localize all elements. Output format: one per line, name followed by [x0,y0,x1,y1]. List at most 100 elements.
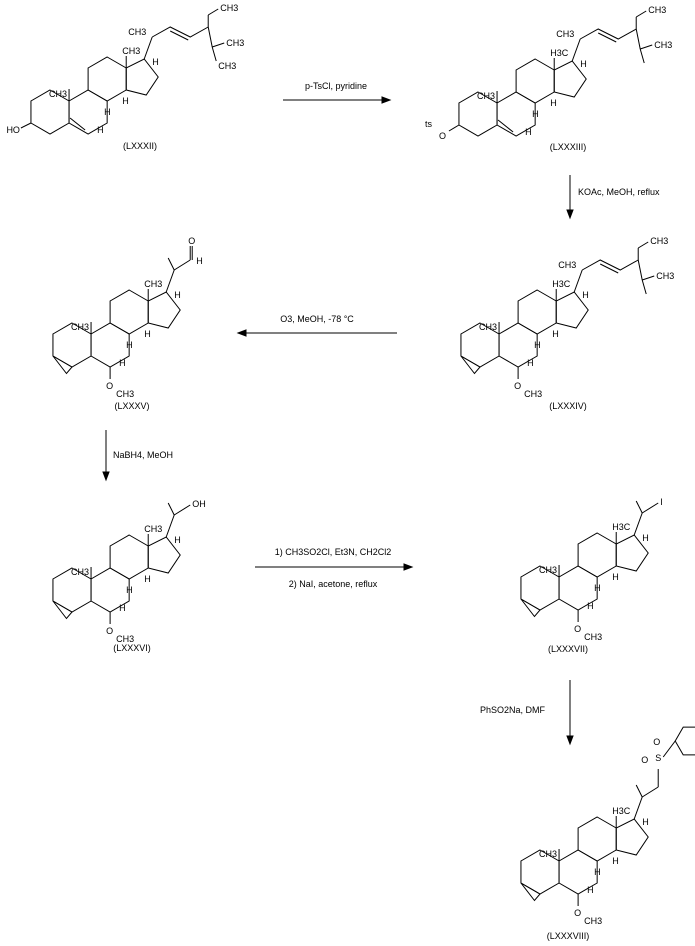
double-bond [597,32,617,43]
bond [211,46,217,62]
arrow-head [566,209,574,220]
methoxy-methyl-label: CH3 [584,632,602,642]
double-bond [69,117,86,131]
reaction-arrow-3: O3, MeOH, -78 °C [236,314,397,337]
methyl-label: CH3 [128,27,146,37]
bond [635,784,643,798]
reagent-label: O3, MeOH, -78 °C [280,314,354,324]
bond [637,241,649,249]
hydrogen-label: H [525,127,532,137]
methoxy-oxygen-label: O [106,626,113,636]
compound-label: (LXXXII) [123,141,157,151]
hydrogen-label: H [144,574,151,584]
phenyl-ring [674,726,695,756]
reaction-arrow-4: NaBH4, MeOH [102,430,173,482]
ethyl-methyl-label: CH3 [220,3,238,13]
methoxy-methyl-label: CH3 [116,634,134,644]
bond [641,279,647,295]
methoxy-methyl-label: CH3 [524,389,542,399]
ring-c [515,58,555,104]
reagent-label: 2) NaI, acetone, reflux [289,579,378,589]
side-chain [151,26,209,38]
methyl-label: CH3 [71,567,89,577]
hydrogen-label: H [580,59,587,69]
double-bond [169,30,189,41]
side-chain-bond [633,512,643,536]
hydrogen-label: H [152,57,159,67]
ring-c [87,56,127,102]
methyl-label: H3C [612,522,631,532]
methoxy-oxygen-label: O [574,908,581,918]
cyclopropane-ring [460,355,481,375]
reaction-arrow-1: p-TsCl, pyridine [283,81,392,104]
methyl-label: CH3 [477,91,495,101]
hydroxyl-label: HO [6,125,20,135]
reaction-arrow-2: KOAc, MeOH, reflux [566,175,660,220]
methyl-label: CH3 [539,849,557,859]
bond [641,502,659,514]
reagent-label: NaBH4, MeOH [113,450,173,460]
arrow-head [566,735,574,746]
sulfonyl-oxygen-label: O [641,755,648,765]
methyl-label: CH3 [144,279,162,289]
side-chain-bond [165,514,175,538]
bond [212,42,225,48]
hydrogen-label: H [97,125,104,135]
bond [167,257,175,271]
hydrogen-label: H [532,109,539,119]
bond [635,28,641,50]
methoxy-methyl-label: CH3 [116,389,134,399]
side-chain-bond [573,269,583,293]
reaction-arrow-6: PhSO2Na, DMF [480,680,574,746]
bond [207,8,219,16]
reaction-arrow-5: 1) CH3SO2Cl, Et3N, CH2Cl2 2) NaI, acetone… [255,547,414,589]
hydrogen-label: H [527,358,534,368]
bond [640,44,653,50]
tosyl-label: ts [425,119,433,129]
double-bond [497,119,514,133]
bond [662,740,676,758]
methoxy-oxygen-label: O [514,381,521,391]
ring-c [517,289,557,335]
hydrogen-label: H [174,290,181,300]
hydrogen-label: H [534,340,541,350]
bond [20,122,32,129]
aldehyde-oxygen-label: O [188,236,195,246]
ring-d [125,58,159,96]
arrow-head [403,563,414,571]
isopropyl-methyl-label: CH3 [656,271,674,281]
bond [173,259,191,271]
hydrogen-label: H [119,358,126,368]
side-chain-bond [571,38,581,62]
methyl-label: CH3 [479,322,497,332]
ethyl-methyl-label: CH3 [648,5,666,15]
bond [639,48,645,64]
compound-label: (LXXXV) [114,401,149,411]
hydrogen-label: H [587,885,594,895]
hydrogen-label: H [104,107,111,117]
hydrogen-label: H [550,98,557,108]
reagent-label: 1) CH3SO2Cl, Et3N, CH2Cl2 [275,547,392,557]
hydrogen-label: H [612,572,619,582]
double-bond [599,263,619,274]
side-chain [579,28,637,40]
sulfur-label: S [655,753,661,763]
ring-d [615,534,649,572]
hydrogen-label: H [144,329,151,339]
iodine-label: I [660,497,663,507]
methoxy-oxygen-label: O [574,624,581,634]
aldehyde-hydrogen-label: H [196,256,203,266]
oxygen-label: O [439,131,446,141]
isopropyl-methyl-label: CH3 [226,38,244,48]
hydrogen-label: H [594,867,601,877]
compound-label: (LXXXIII) [550,142,587,152]
methyl-label: CH3 [144,524,162,534]
methyl-label: CH3 [539,565,557,575]
methyl-label: CH3 [122,46,140,56]
sulfonyl-oxygen-label: O [653,737,660,747]
hydrogen-label: H [122,96,129,106]
